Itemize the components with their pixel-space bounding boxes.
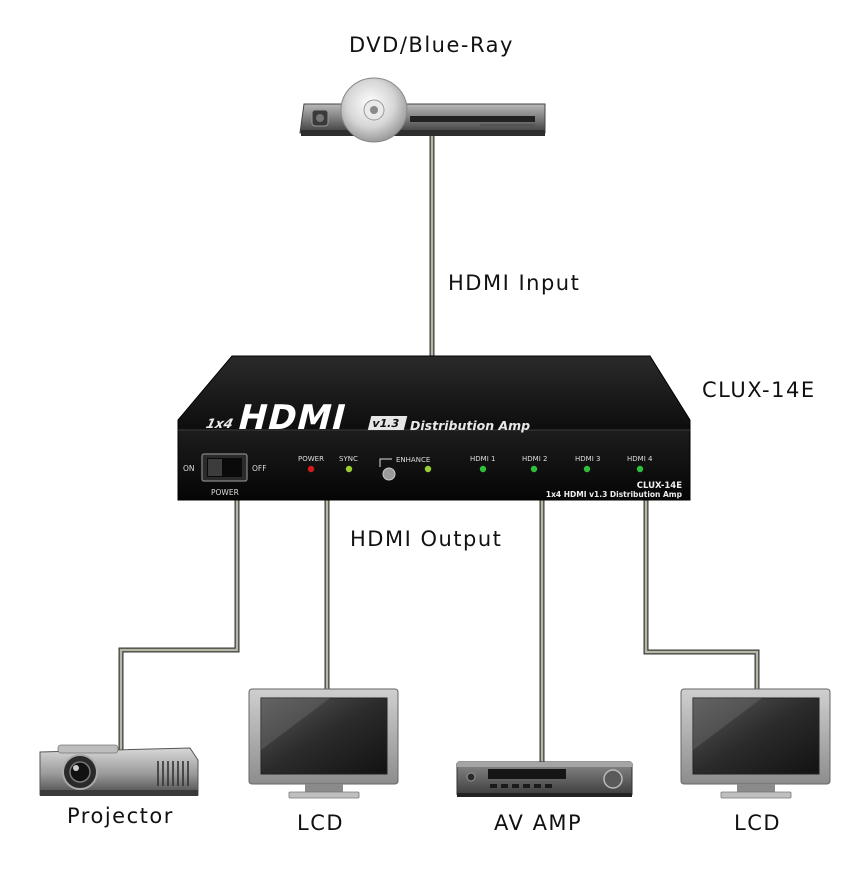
- output-label-projector: Projector: [67, 804, 174, 828]
- indicator-led-hdmi-1: [479, 465, 487, 473]
- dvd-player-icon: [299, 77, 546, 143]
- version-badge-text: v1.3: [371, 417, 401, 430]
- enhance-button: [382, 467, 396, 481]
- indicator-label-sync: SYNC: [339, 455, 358, 463]
- indicator-label-hdmi-1: HDMI 1: [470, 455, 495, 463]
- switch-power-label: POWER: [211, 488, 239, 497]
- indicator-led-hdmi-4: [636, 465, 644, 473]
- output-cable-projector: [118, 500, 240, 750]
- plate-description: 1x4 HDMI v1.3 Distribution Amp: [546, 490, 683, 499]
- indicator-led-hdmi-2: [530, 465, 538, 473]
- output-label-lcd-2: LCD: [734, 811, 782, 835]
- brand-suffix: Distribution Amp: [410, 418, 530, 433]
- av-amp-icon: [456, 761, 633, 797]
- output-label-av-amp: AV AMP: [494, 811, 583, 835]
- hdmi-input-label: HDMI Input: [448, 271, 581, 295]
- indicator-panel: POWER SYNC ENHANCE HDMI 1 HDMI 2 HDMI 3 …: [298, 455, 653, 481]
- hdmi-output-label: HDMI Output: [350, 527, 503, 551]
- indicator-led-hdmi-3: [583, 465, 591, 473]
- output-cable-lcd-2: [643, 500, 760, 690]
- model-label: CLUX-14E: [702, 378, 816, 402]
- cables: [118, 135, 760, 762]
- switch-off-label: OFF: [252, 464, 267, 473]
- indicator-led-power: [307, 465, 315, 473]
- power-switch: ON OFF POWER: [183, 453, 267, 497]
- device-branding: 1x4 HDMI v1.3: [204, 398, 408, 438]
- indicator-label-hdmi-4: HDMI 4: [627, 455, 653, 463]
- indicator-label-power: POWER: [298, 455, 324, 463]
- source-label: DVD/Blue-Ray: [349, 33, 514, 57]
- distribution-amp-device: 1x4 HDMI v1.3 Distribution Amp ON OFF PO…: [177, 355, 691, 501]
- indicator-led-enhance: [424, 465, 432, 473]
- output-label-lcd-1: LCD: [297, 811, 345, 835]
- lcd-monitor-icon-2: [680, 688, 831, 799]
- brand-prefix: 1x4: [204, 417, 234, 432]
- projector-icon: [39, 744, 199, 796]
- hdmi-logo: HDMI: [234, 398, 351, 437]
- indicator-label-hdmi-3: HDMI 3: [575, 455, 600, 463]
- indicator-label-enhance: ENHANCE: [396, 456, 430, 464]
- switch-on-label: ON: [183, 464, 195, 473]
- lcd-monitor-icon-1: [248, 688, 399, 799]
- plate-model: CLUX-14E: [637, 481, 682, 491]
- version-badge: [367, 416, 408, 430]
- indicator-label-hdmi-2: HDMI 2: [522, 455, 547, 463]
- indicator-led-sync: [345, 465, 353, 473]
